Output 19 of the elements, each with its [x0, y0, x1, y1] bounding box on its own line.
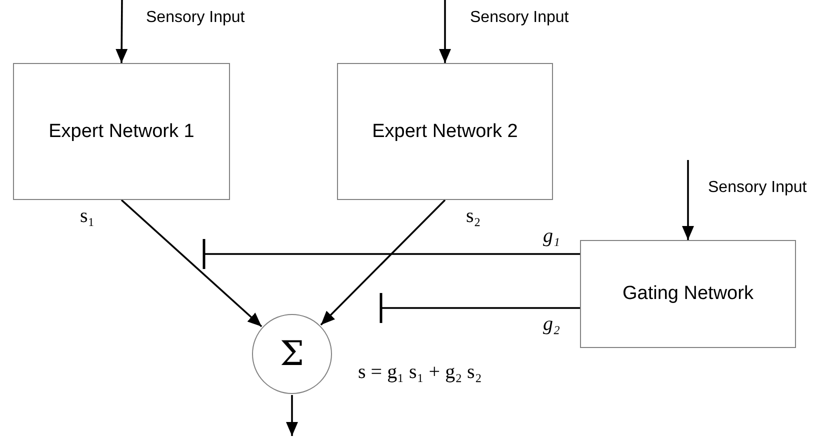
arrow [120, 199, 262, 328]
box-label: Gating Network [622, 283, 754, 305]
network-box [13, 63, 230, 200]
edge-label: Sensory Input [470, 10, 569, 26]
box-label: Expert Network 2 [372, 120, 518, 142]
inhibition-line [380, 292, 580, 324]
arrow [286, 395, 298, 436]
arrow [320, 199, 446, 326]
network-box [337, 63, 553, 200]
arrow [682, 160, 694, 240]
network-box [580, 240, 796, 348]
box-label: Expert Network 1 [48, 120, 194, 142]
inhibition-line [202, 238, 580, 270]
arrow [439, 0, 451, 63]
arrow [116, 0, 128, 63]
edge-label: Sensory Input [146, 10, 245, 26]
sum-symbol: Σ [280, 334, 304, 374]
edge-label: Sensory Input [708, 180, 807, 196]
formula-text: s = g₁ s₁ + g₂ s₂ [358, 361, 482, 384]
